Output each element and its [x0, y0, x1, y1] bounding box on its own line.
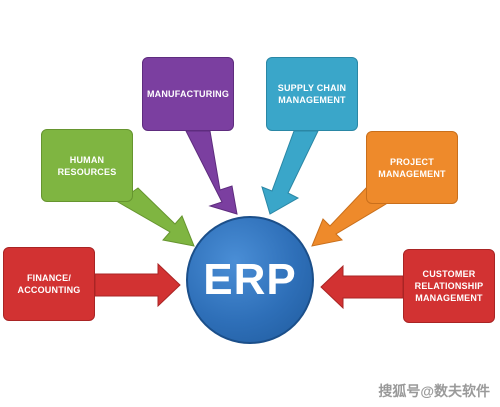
manufacturing-label: MANUFACTURING: [146, 89, 230, 99]
finance-label: FINANCE/ ACCOUNTING: [17, 273, 81, 295]
human-resources-label: HUMAN RESOURCES: [57, 154, 117, 177]
supply-chain-arrow: [261, 130, 319, 215]
crm-arrow: [320, 264, 404, 310]
erp-hub-label: ERP: [203, 255, 297, 304]
finance-box: FINANCE/ ACCOUNTING: [3, 247, 95, 321]
erp-hub-circle: ERP: [186, 216, 314, 344]
manufacturing-box: MANUFACTURING: [142, 57, 234, 131]
crm-label: CUSTOMER RELATIONSHIP MANAGEMENT: [414, 269, 484, 303]
manufacturing-arrow: [185, 130, 238, 215]
finance-arrow: [94, 262, 181, 308]
project-management-label: PROJECT MANAGEMENT: [378, 156, 446, 179]
human-resources-box: HUMAN RESOURCES: [41, 129, 133, 202]
supply-chain-box: SUPPLY CHAIN MANAGEMENT: [266, 57, 358, 131]
human-resources-arrow: [117, 187, 195, 247]
crm-box: CUSTOMER RELATIONSHIP MANAGEMENT: [403, 249, 495, 323]
supply-chain-label: SUPPLY CHAIN MANAGEMENT: [277, 83, 347, 105]
project-management-box: PROJECT MANAGEMENT: [366, 131, 458, 204]
watermark: 搜狐号@数夫软件: [378, 383, 490, 399]
